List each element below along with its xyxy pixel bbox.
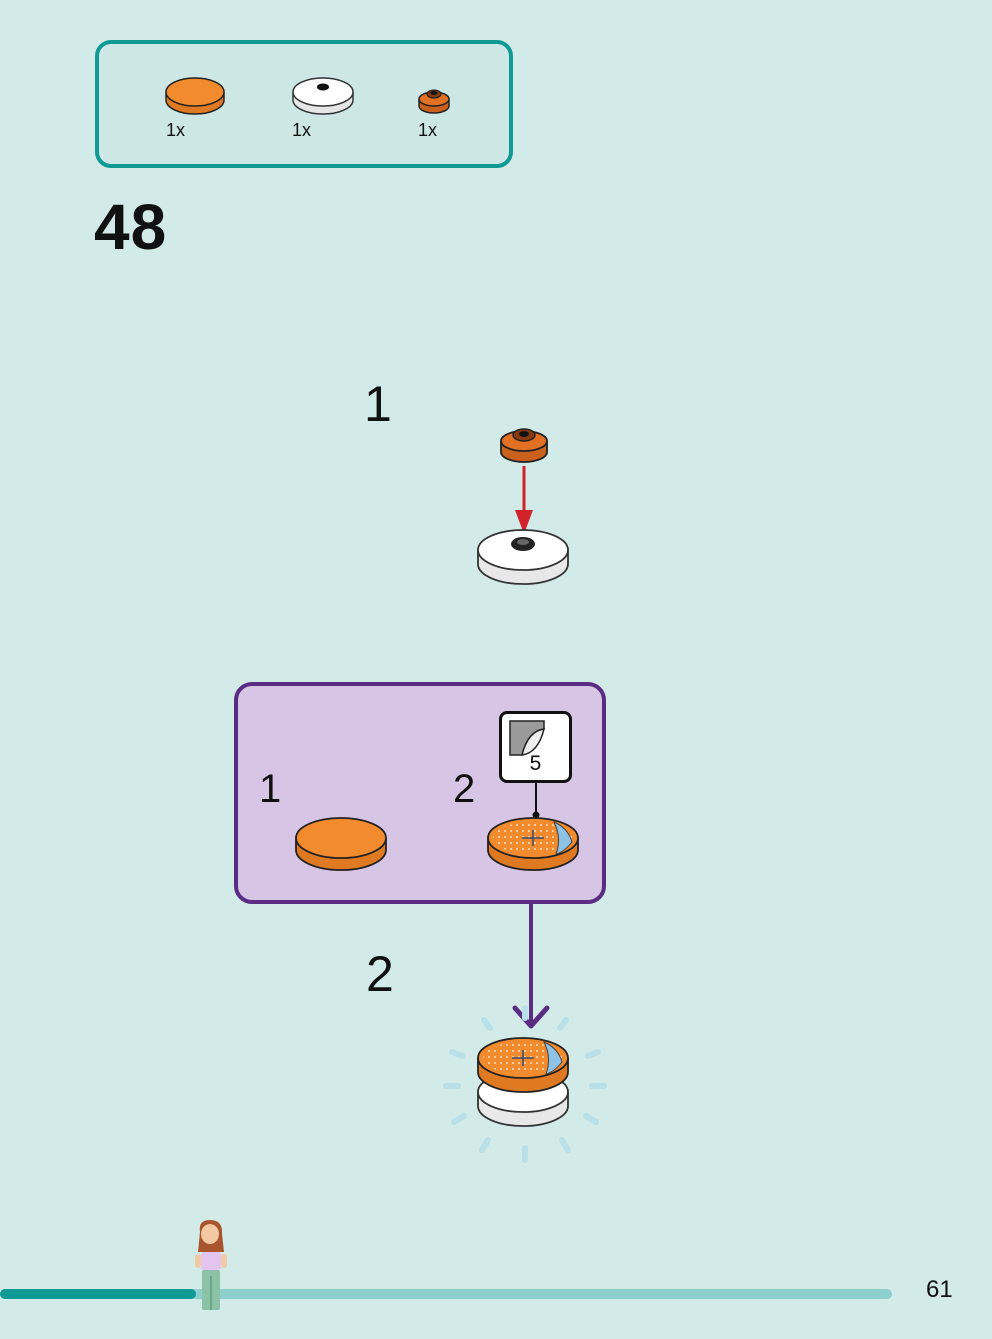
purple-arrow-icon	[512, 904, 550, 1029]
sticker-number: 5	[529, 752, 542, 775]
white-round-tile-icon	[292, 77, 354, 115]
sub-assembly-step-number: 2	[453, 767, 476, 811]
progress-track	[0, 1289, 892, 1299]
orange-round-tile-icon	[295, 817, 387, 871]
dark-orange-plate-icon	[500, 428, 548, 463]
substep-number: 1	[364, 376, 392, 432]
page-number: 61	[926, 1276, 953, 1303]
part-quantity: 1x	[292, 120, 312, 140]
substep-number: 2	[366, 946, 394, 1002]
sticker-leader-line	[532, 782, 540, 819]
sub-assembly-step-number: 1	[259, 767, 282, 811]
sticker-callout: 5	[499, 711, 572, 783]
minifigure-marker-icon	[195, 1220, 227, 1310]
decorated-orange-tile-icon	[487, 817, 579, 871]
part-quantity: 1x	[166, 120, 186, 140]
orange-round-tile-icon	[165, 77, 225, 115]
progress-fill	[0, 1289, 197, 1299]
part-quantity: 1x	[418, 120, 438, 140]
white-round-tile-icon	[477, 529, 569, 585]
step-number: 48	[94, 191, 168, 263]
assembled-tile-stack-icon	[477, 1037, 569, 1127]
sticker-peel-icon	[509, 720, 545, 756]
red-arrow-icon	[515, 466, 533, 534]
dark-orange-plate-icon	[418, 89, 450, 114]
completion-glow-icon	[443, 1005, 607, 1163]
